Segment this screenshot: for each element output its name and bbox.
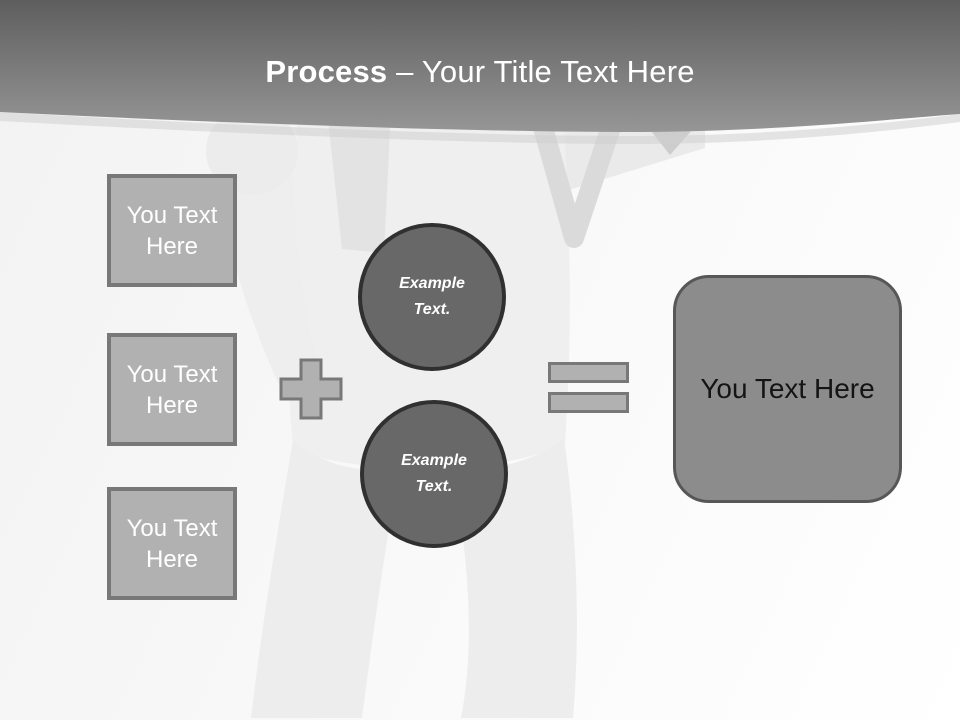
left-box-1-label: You Text Here <box>126 201 218 260</box>
header-band <box>0 0 960 144</box>
header-underlay-wave <box>0 112 960 144</box>
left-box-2[interactable]: You Text Here <box>107 333 237 446</box>
slide-title[interactable]: Process – Your Title Text Here <box>0 54 960 90</box>
title-rest: – Your Title Text Here <box>387 54 695 89</box>
figure-right-arm <box>531 110 622 248</box>
example-circle-1[interactable]: Example Text. <box>358 223 506 371</box>
title-emphasis: Process <box>265 54 388 89</box>
hammer-handle <box>327 110 391 253</box>
header-band-shape <box>0 0 960 132</box>
equals-bottom-bar <box>548 392 629 413</box>
left-box-3-label: You Text Here <box>126 514 218 573</box>
result-box[interactable]: You Text Here <box>673 275 902 503</box>
equals-top-bar <box>548 362 629 383</box>
equals-icon[interactable] <box>548 362 629 413</box>
figure-left-leg <box>251 440 400 718</box>
left-box-2-label: You Text Here <box>126 360 218 419</box>
result-box-label: You Text Here <box>700 373 875 404</box>
left-box-1[interactable]: You Text Here <box>107 174 237 287</box>
example-circle-2-label: Example Text. <box>401 452 467 495</box>
example-circle-2[interactable]: Example Text. <box>360 400 508 548</box>
figure-left-arm <box>212 150 320 395</box>
example-circle-1-label: Example Text. <box>399 275 465 318</box>
left-box-3[interactable]: You Text Here <box>107 487 237 600</box>
plus-shape <box>279 358 343 420</box>
plus-icon[interactable] <box>279 358 343 420</box>
